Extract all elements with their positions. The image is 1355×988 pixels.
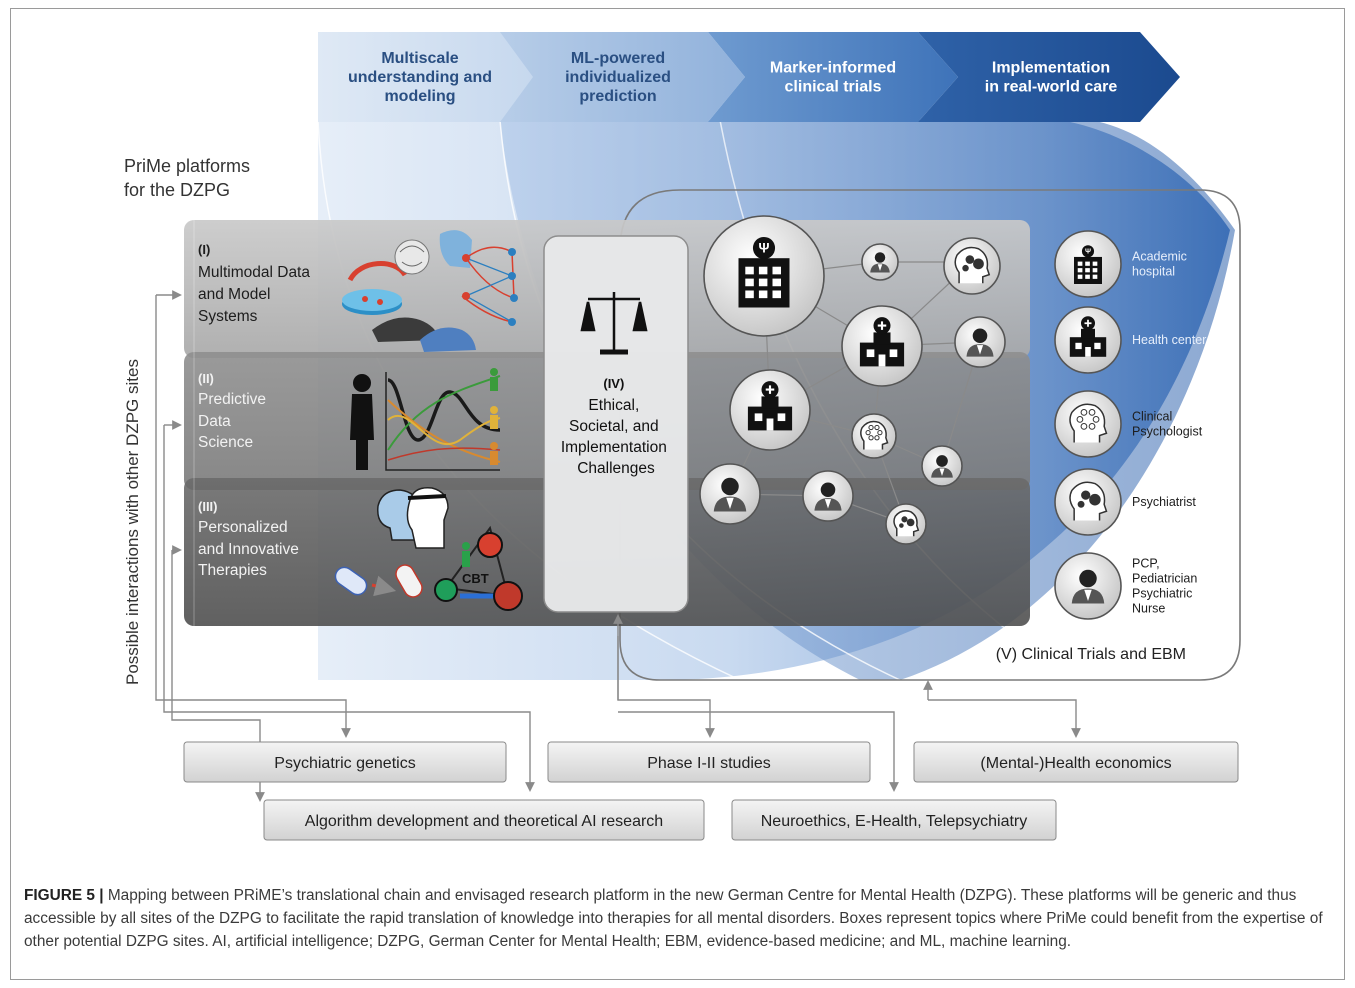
network-doctor-icon <box>861 243 899 281</box>
personalized-therapies-illustration: CBT <box>334 487 523 611</box>
multimodal-data-illustration <box>342 230 518 352</box>
caption-text: Mapping between PRiME’s translational ch… <box>24 887 1323 950</box>
psychologist-icon <box>1054 390 1122 458</box>
clinical-trials-box <box>619 189 1241 681</box>
topic-box-neuroethics: Neuroethics, E-Health, Telepsychiatry <box>731 799 1057 841</box>
network-doctor-icon <box>921 445 963 487</box>
network-psychiatrist-icon <box>943 237 1001 295</box>
svg-text:(Mental-)Health economics: (Mental-)Health economics <box>980 755 1171 772</box>
scales-icon <box>580 292 648 355</box>
svg-text:Psychiatric genetics: Psychiatric genetics <box>274 755 415 772</box>
topic-box-phase-studies: Phase I-II studies <box>547 741 871 783</box>
stage-chevron-2 <box>500 32 745 122</box>
svg-text:Phase I-II studies: Phase I-II studies <box>647 755 771 772</box>
side-label: Possible interactions with other DZPG si… <box>123 359 142 685</box>
doctor-icon <box>1054 552 1122 620</box>
network-hospital-icon: Ψ <box>703 215 825 337</box>
figure-frame <box>10 8 1345 980</box>
legend-label: Psychiatrist <box>1132 495 1196 509</box>
ethics-box <box>543 235 689 613</box>
predictive-science-illustration <box>350 368 501 471</box>
network-psychologist-icon <box>851 413 897 459</box>
legend-item-health-center: Health center <box>1054 306 1206 374</box>
topic-box-health-economics: (Mental-)Health economics <box>913 741 1239 783</box>
topic-box-psychiatric-genetics: Psychiatric genetics <box>183 741 507 783</box>
platform-2-label: (II) Predictive Data Science <box>198 370 270 451</box>
topic-box-algorithm-development: Algorithm development and theoretical AI… <box>263 799 705 841</box>
network-doctor-icon <box>954 316 1006 368</box>
psychiatrist-icon <box>1054 468 1122 536</box>
svg-text:Neuroethics, E-Health, Telepsy: Neuroethics, E-Health, Telepsychiatry <box>761 813 1028 830</box>
platform-3-label: (III) Personalized and Innovative Therap… <box>198 498 303 579</box>
health-center-icon <box>1054 306 1122 374</box>
svg-text:Algorithm development and theo: Algorithm development and theoretical AI… <box>305 813 663 830</box>
network-health-center-icon <box>729 369 811 451</box>
caption-label: FIGURE 5 | <box>24 887 104 904</box>
figure-caption: FIGURE 5 | Mapping between PRiME’s trans… <box>24 884 1324 953</box>
cbt-label: CBT <box>462 571 489 586</box>
svg-text:Ψ: Ψ <box>759 240 770 255</box>
ethics-label: (IV) Ethical, Societal, and Implementati… <box>561 375 671 477</box>
stage-chevron-4 <box>918 32 1180 122</box>
stage-chevron-3 <box>708 32 958 122</box>
clinical-trials-label: (V) Clinical Trials and EBM <box>996 646 1186 663</box>
platform-1-label: (I) Multimodal Data and Model Systems <box>198 241 314 325</box>
network-doctor-icon <box>802 470 854 522</box>
svg-text:Ψ: Ψ <box>1085 247 1091 256</box>
legend-item-psychiatrist: Psychiatrist <box>1054 468 1196 536</box>
stage-chevron-1 <box>318 32 535 122</box>
network-psychiatrist-icon <box>885 503 927 545</box>
legend-label: Health center <box>1132 333 1206 347</box>
hospital-icon: Ψ <box>1054 230 1122 298</box>
network-health-center-icon <box>841 305 923 387</box>
platforms-title: PriMe platforms for the DZPG <box>124 156 255 200</box>
network-doctor-icon <box>699 463 761 525</box>
